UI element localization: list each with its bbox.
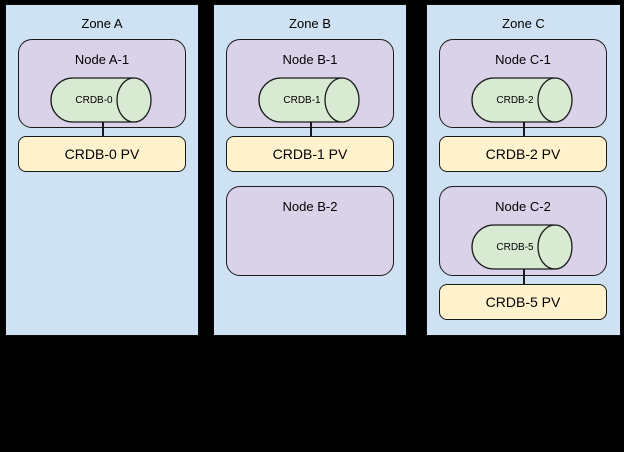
crdb-0-cylinder-label: CRDB-0 [75,95,113,106]
cylinder-body [50,77,134,123]
crdb-0-pv-label: CRDB-0 PV [64,146,140,162]
crdb-1-pv: CRDB-1 PV [226,136,394,172]
cylinder-body [471,77,555,123]
zone-a-label: Zone A [81,16,123,31]
cylinder-cap [116,77,152,123]
zone-a: Zone A Node A-1 CRDB-0 CRDB-0 PV [5,4,199,336]
crdb-2-pv-label: CRDB-2 PV [485,146,561,162]
node-c-2-label: Node C-2 [495,199,551,214]
node-b-2: Node B-2 [226,186,394,276]
node-c-1: Node C-1 CRDB-2 [439,39,607,128]
node-c-2: Node C-2 CRDB-5 [439,186,607,276]
zone-b: Zone B Node B-1 CRDB-1 CRDB-1 PV Node B-… [213,4,407,336]
node-b-1: Node B-1 CRDB-1 [226,39,394,128]
node-a-1-label: Node A-1 [74,52,130,67]
crdb-1-pv-label: CRDB-1 PV [272,146,348,162]
cylinder-cap [537,224,573,270]
crdb-1-connector-line [310,122,312,136]
node-c-1-label: Node C-1 [495,52,551,67]
crdb-2-pv: CRDB-2 PV [439,136,607,172]
crdb-2-cylinder: CRDB-2 [471,77,573,123]
zone-b-label: Zone B [289,16,331,31]
crdb-5-cylinder: CRDB-5 [471,224,573,270]
crdb-1-cylinder-label: CRDB-1 [283,95,321,106]
node-a-1: Node A-1 CRDB-0 [18,39,186,128]
cylinder-cap [537,77,573,123]
crdb-1-cylinder: CRDB-1 [258,77,360,123]
cylinder-body [258,77,342,123]
crdb-5-pv: CRDB-5 PV [439,284,607,320]
zone-c-label: Zone C [502,16,545,31]
zone-c: Zone C Node C-1 CRDB-2 CRDB-2 PV Node C-… [426,4,621,336]
cylinder-cap [324,77,360,123]
crdb-2-connector-line [523,122,525,136]
crdb-5-connector-line [523,269,525,284]
crdb-0-pv: CRDB-0 PV [18,136,186,172]
crdb-2-cylinder-label: CRDB-2 [496,95,534,106]
node-b-2-label: Node B-2 [282,199,338,214]
crdb-5-pv-label: CRDB-5 PV [485,294,561,310]
crdb-0-cylinder: CRDB-0 [50,77,152,123]
cylinder-body [471,224,555,270]
crdb-0-connector-line [102,122,104,136]
crdb-5-cylinder-label: CRDB-5 [496,242,534,253]
node-b-1-label: Node B-1 [282,52,338,67]
